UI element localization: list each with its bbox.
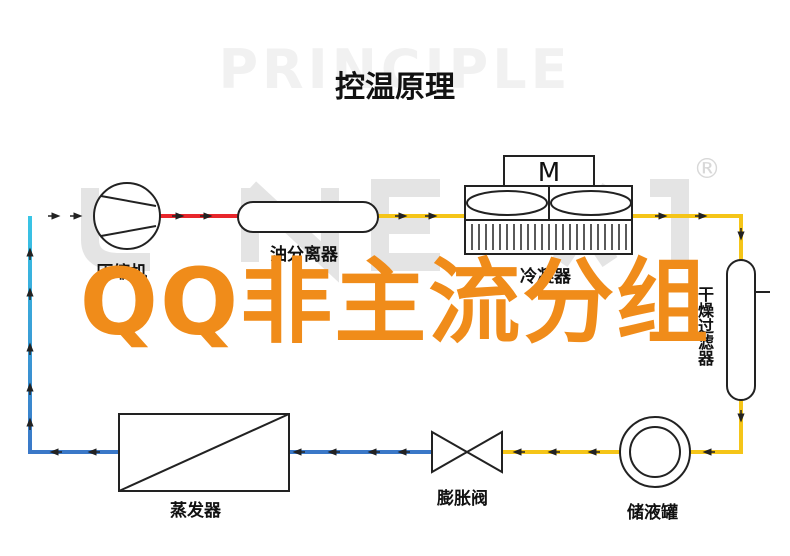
watermark-text: PRINCIPLE <box>218 38 572 101</box>
watermark-letter <box>371 179 440 271</box>
registered-mark: ® <box>693 152 721 185</box>
filter-to-receiver-line <box>690 398 743 454</box>
compressor-label: 压缩机 <box>96 263 147 283</box>
condenser-fins <box>471 224 627 250</box>
receiver-label: 储液罐 <box>627 503 678 523</box>
diagram-title: 控温原理 <box>335 70 455 105</box>
overlay-headline: QQ非主流分组 <box>79 249 711 356</box>
expansion-valve-symbol <box>431 430 503 474</box>
dry-filter-symbol <box>726 259 770 401</box>
watermark-letter <box>650 179 689 262</box>
expansion-valve-label: 膨胀阀 <box>437 489 488 509</box>
dry-filter-label: 干燥过滤器 <box>695 286 714 366</box>
oil-separator-symbol <box>237 201 379 233</box>
condenser-label: 冷凝器 <box>520 267 571 287</box>
flow-arrows <box>26 212 745 456</box>
condenser-motor-box <box>503 155 595 187</box>
evaporator-label: 蒸发器 <box>170 501 221 521</box>
compressor-symbol <box>93 182 161 250</box>
evaporator-symbol <box>118 413 290 492</box>
condenser-to-filter-line <box>632 214 743 262</box>
condenser-symbol: M <box>464 155 633 255</box>
oil-separator-label: 油分离器 <box>270 245 338 265</box>
motor-label: M <box>538 158 560 188</box>
watermark-letter <box>81 188 150 271</box>
receiver-symbol <box>619 416 691 488</box>
